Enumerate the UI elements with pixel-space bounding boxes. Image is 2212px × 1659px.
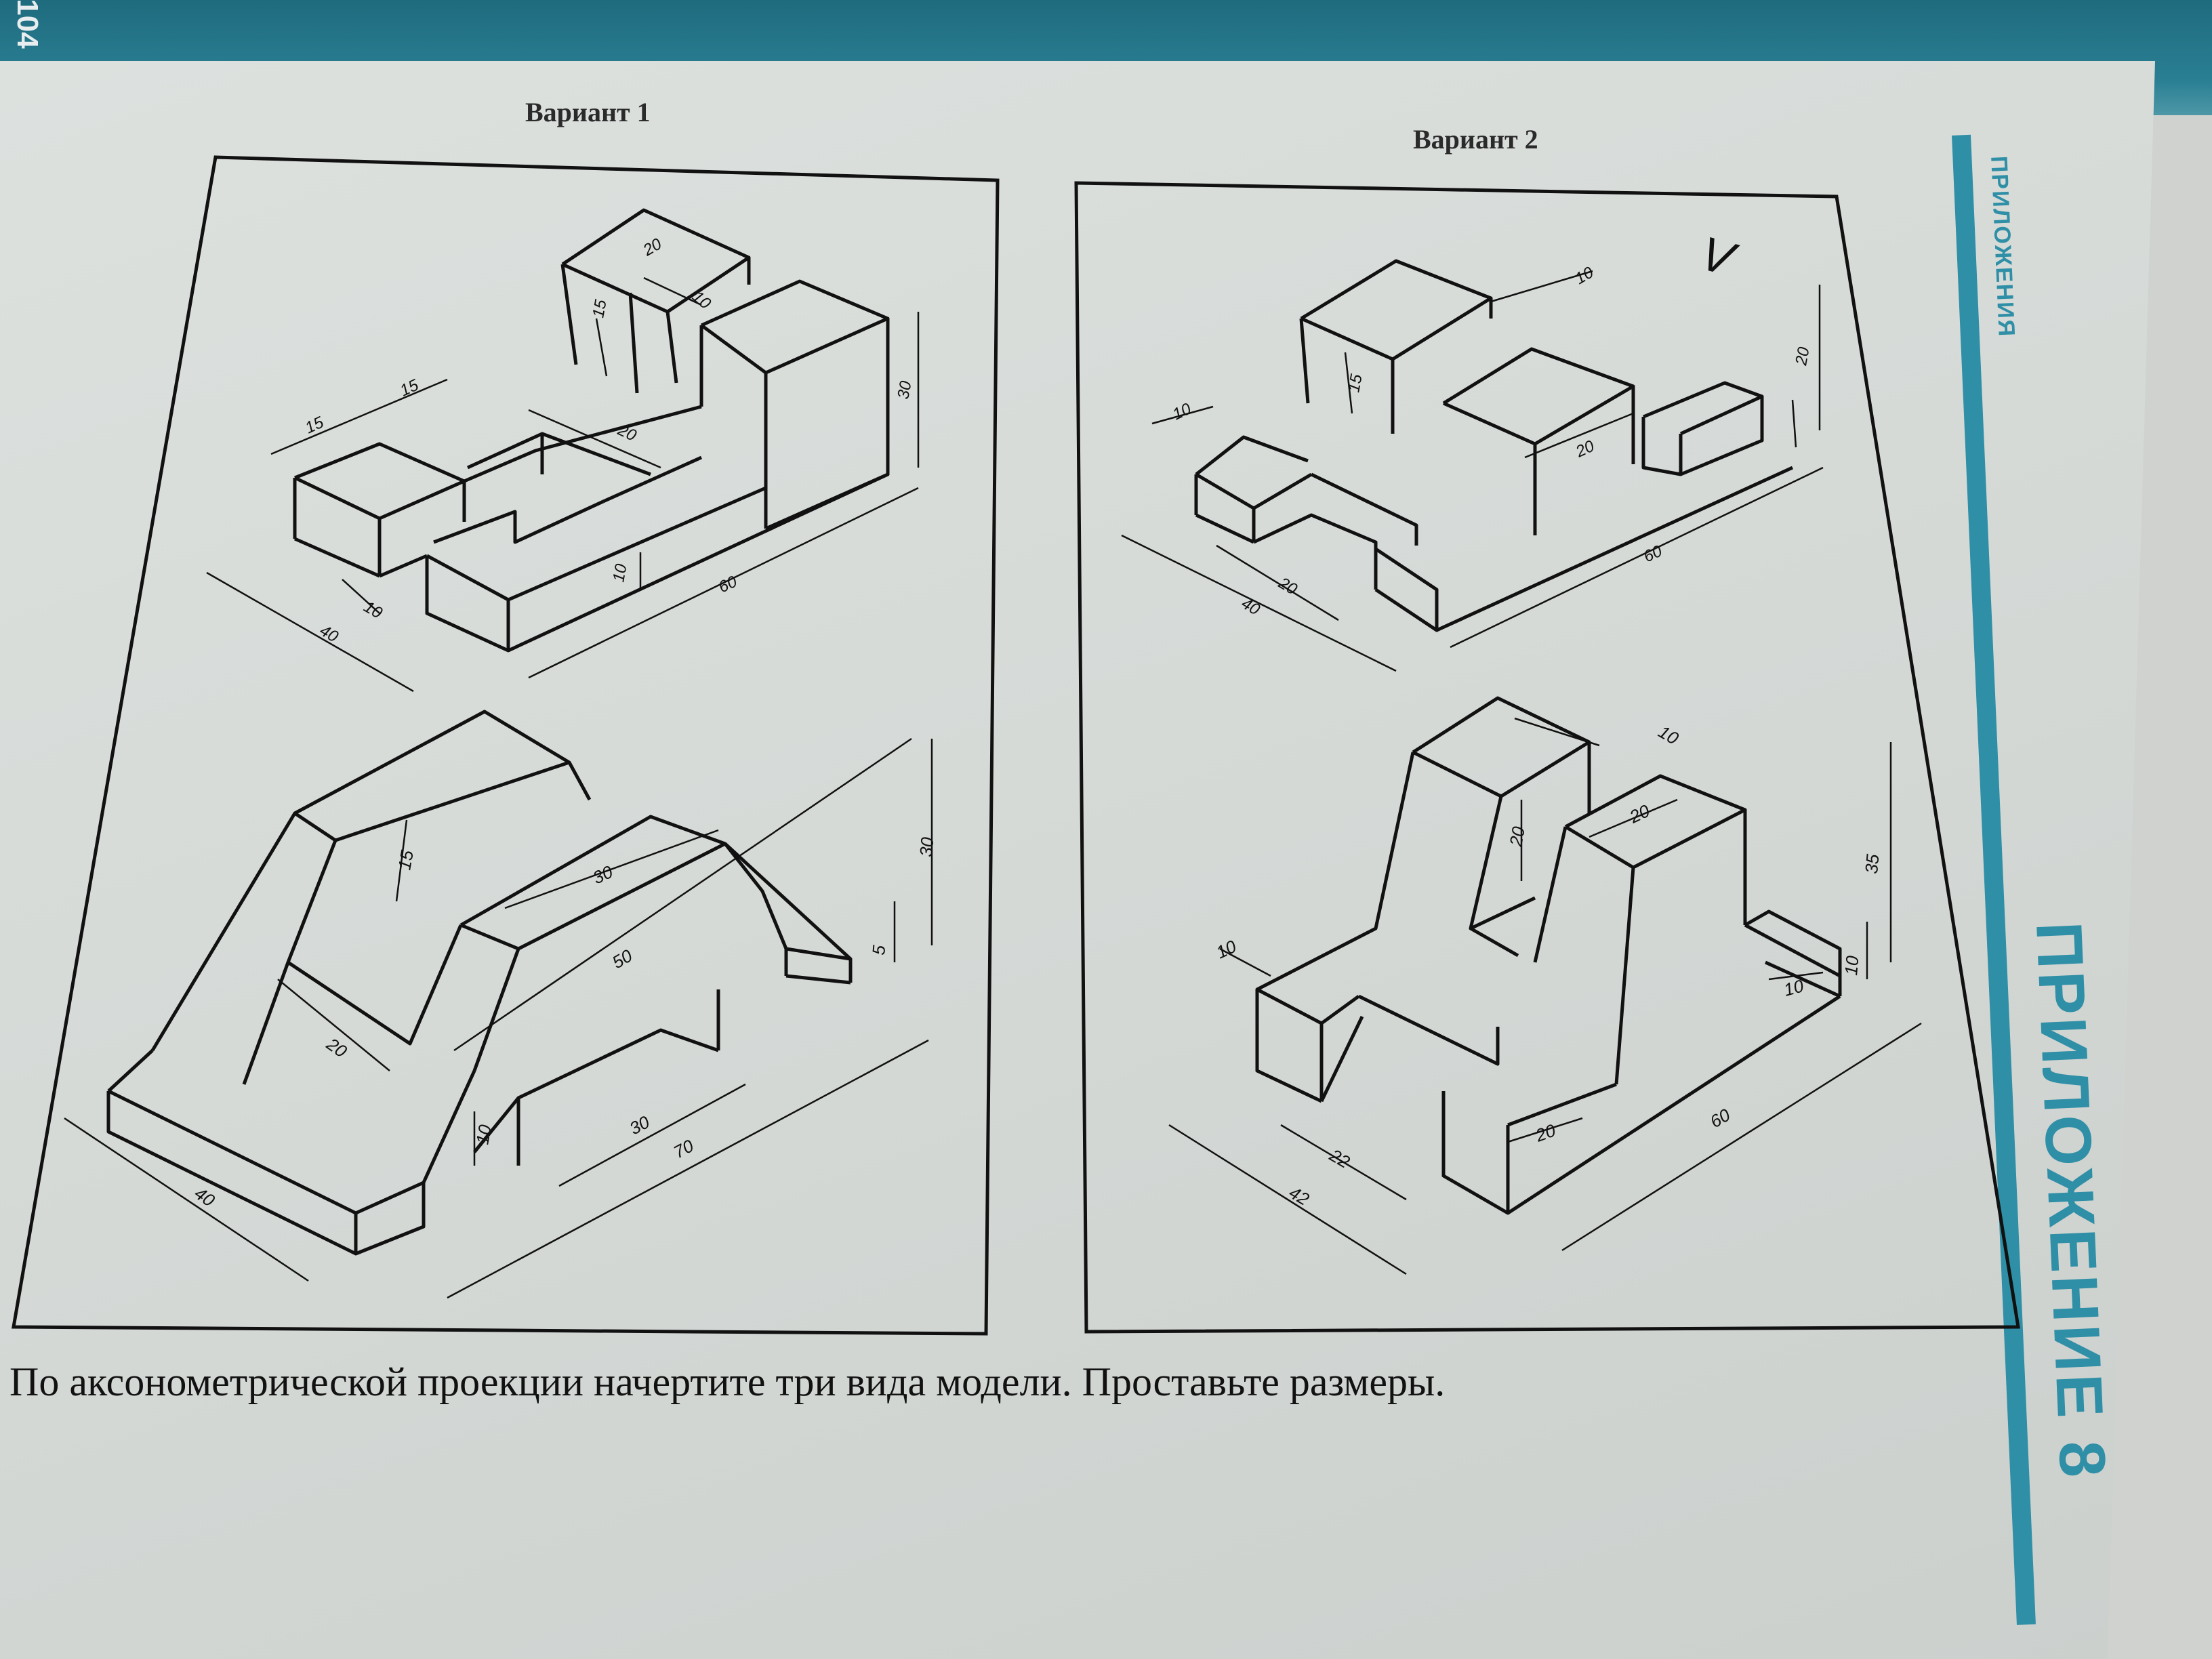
v1-drawing-1-dimensions (206, 276, 920, 693)
variant-2-frame (1074, 181, 2020, 1334)
variant-2-title: Вариант 2 (1413, 124, 1538, 155)
v1-drawing-1-labels: 20 15 10 30 15 15 20 10 10 60 40 (302, 234, 916, 647)
task-caption: По аксонометрической проекции начертите … (9, 1359, 1446, 1404)
v1-d2-dim-label: 5 (868, 944, 889, 956)
v2-drawing-2-labels: 10 20 20 35 10 10 10 22 42 20 60 (1213, 721, 1883, 1210)
v1-d1-dim-label: 30 (894, 379, 915, 401)
v1-d1-dim-label: 10 (361, 598, 386, 623)
v1-d2-dim-label: 40 (191, 1183, 219, 1210)
v2-d1-dim-label: 20 (1792, 345, 1814, 367)
v1-d1-dim-label: 15 (302, 413, 327, 437)
v2-d2-dim-label: 22 (1326, 1145, 1353, 1172)
v1-drawing-1 (293, 208, 890, 653)
v1-d2-dim-label: 10 (472, 1123, 495, 1146)
v2-d1-dim-label: 40 (1238, 594, 1263, 619)
v2-d2-dim-label: 10 (1213, 936, 1240, 963)
v2-d1-dim-label: 15 (1345, 372, 1366, 394)
v1-d2-dim-label: 50 (609, 945, 636, 972)
v1-d2-dim-label: 20 (323, 1033, 351, 1062)
v1-d1-dim-label: 10 (689, 287, 714, 313)
v2-drawing-2 (1255, 696, 1842, 1215)
variant-1-frame (12, 155, 1000, 1336)
v1-d2-dim-label: 30 (590, 861, 616, 888)
v2-d2-dim-label: 10 (1655, 721, 1683, 749)
v2-drawing-1-dimensions (1121, 270, 1824, 672)
v2-d2-dim-label: 42 (1286, 1182, 1313, 1210)
v2-d2-dim-label: 35 (1861, 853, 1883, 875)
v2-d1-dim-label: 10 (1170, 399, 1194, 424)
v1-d1-dim-label: 10 (609, 562, 630, 583)
variant-1-title: Вариант 1 (525, 97, 651, 127)
v2-d1-dim-label: 10 (1572, 263, 1597, 288)
v1-d1-dim-label: 15 (397, 375, 422, 400)
v1-d1-dim-label: 20 (640, 234, 665, 260)
v2-d2-dim-label: 20 (1505, 825, 1529, 848)
v1-drawing-2-labels: 15 30 30 5 50 20 10 30 70 40 (191, 836, 938, 1211)
v2-drawing-1 (1194, 259, 1794, 632)
v1-d2-dim-label: 70 (670, 1135, 697, 1162)
v1-d1-dim-label: 15 (589, 298, 610, 319)
v2-d2-dim-label: 20 (1626, 800, 1653, 827)
v1-d2-dim-label: 30 (916, 836, 937, 858)
v2-drawing-2-dimensions (1168, 717, 1922, 1275)
v2-d2-dim-label: 10 (1841, 955, 1862, 977)
v1-d2-dim-label: 30 (626, 1111, 653, 1139)
v2-d2-dim-label: 20 (1532, 1120, 1559, 1146)
v1-d2-dim-label: 15 (394, 848, 417, 872)
v1-drawing-2 (106, 710, 853, 1256)
v1-d1-dim-label: 40 (316, 621, 342, 647)
v2-d2-dim-label: 60 (1706, 1104, 1734, 1132)
check-mark: V (1695, 226, 1743, 287)
v2-d1-dim-label: 20 (1572, 436, 1597, 461)
v1-drawing-2-dimensions (64, 737, 933, 1299)
